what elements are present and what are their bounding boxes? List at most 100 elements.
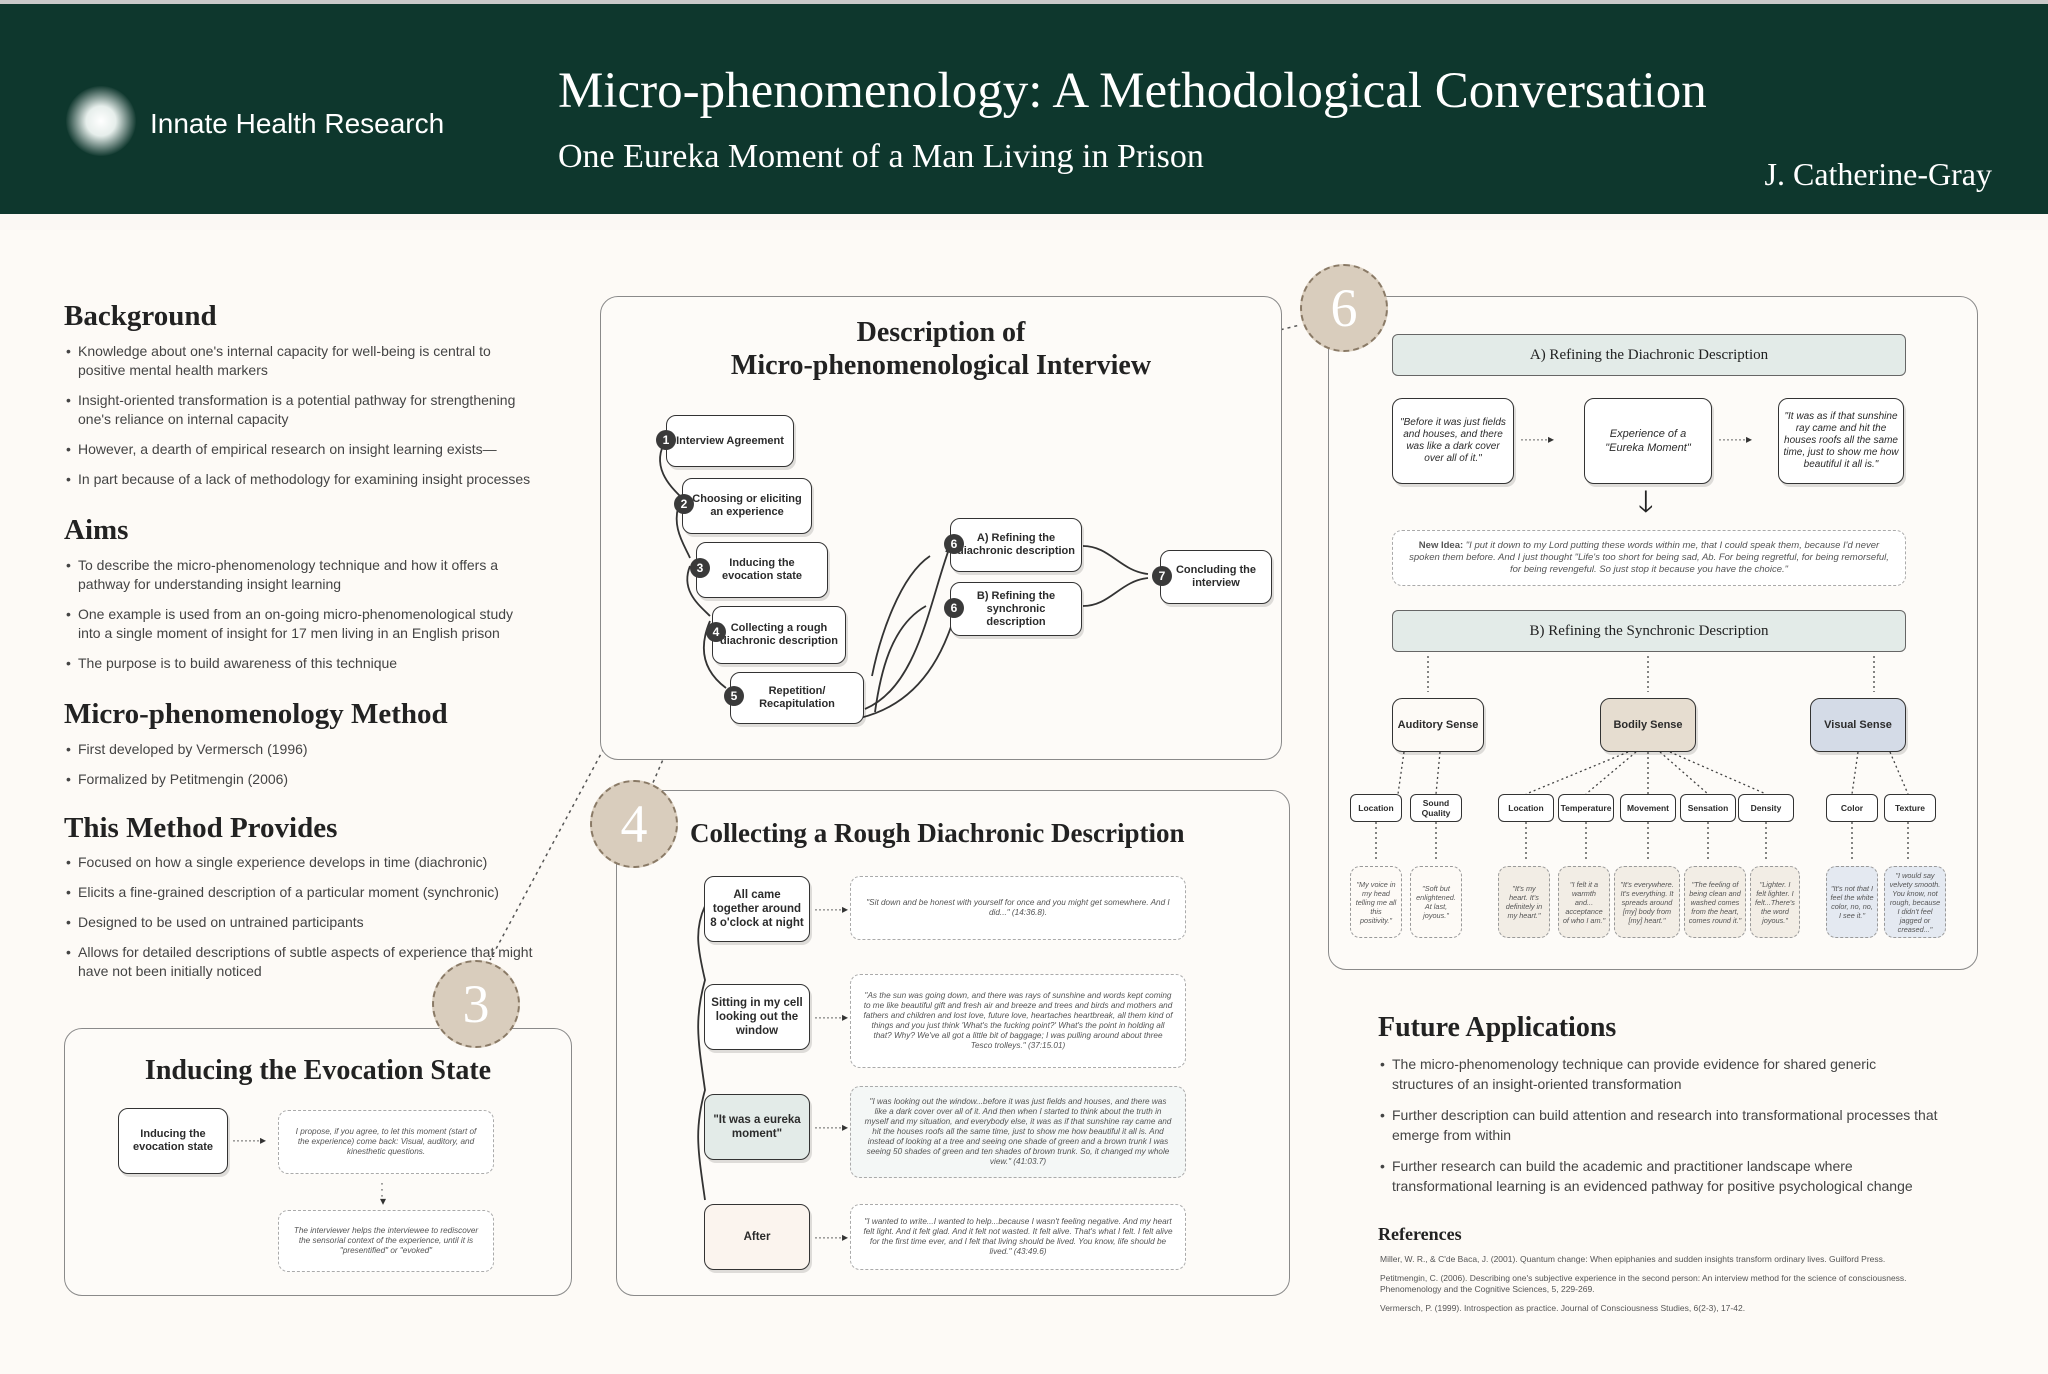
method-list: First developed by Vermersch (1996) Form… bbox=[66, 740, 536, 800]
list-item: However, a dearth of empirical research … bbox=[66, 440, 536, 459]
provides-heading: This Method Provides bbox=[64, 812, 338, 844]
list-item: First developed by Vermersch (1996) bbox=[66, 740, 536, 759]
list-item: The micro-phenomenology technique can pr… bbox=[1380, 1054, 1940, 1094]
experience-box: Experience of a "Eureka Moment" bbox=[1584, 398, 1712, 484]
diachronic-node: All came together around 8 o'clock at ni… bbox=[704, 876, 810, 942]
list-item: Formalized by Petitmengin (2006) bbox=[66, 770, 536, 789]
sense-quote: "Lighter. I felt lighter. I felt...There… bbox=[1750, 866, 1800, 938]
author-name: J. Catherine-Gray bbox=[1764, 156, 1992, 192]
list-item: Elicits a fine-grained description of a … bbox=[66, 883, 536, 902]
step-node-4: Collecting a rough diachronic descriptio… bbox=[712, 606, 846, 664]
sense-quote: "My voice in my head telling me all this… bbox=[1350, 866, 1402, 938]
list-item: Designed to be used on untrained partici… bbox=[66, 913, 536, 932]
evocation-quote-2: The interviewer helps the interviewee to… bbox=[278, 1210, 494, 1272]
diachronic-quote: "I wanted to write...I wanted to help...… bbox=[850, 1204, 1186, 1270]
arrow-icon: ·······▸ bbox=[814, 1230, 848, 1244]
new-idea-box: New Idea: "I put it down to my Lord putt… bbox=[1392, 530, 1906, 586]
list-item: Further research can build the academic … bbox=[1380, 1156, 1940, 1196]
after-quote-box: "It was as if that sunshine ray came and… bbox=[1778, 398, 1904, 484]
arrow-icon: ·······▸ bbox=[814, 902, 848, 916]
sub-temperature: Temperature bbox=[1558, 794, 1614, 822]
diachronic-node: Sitting in my cell looking out the windo… bbox=[704, 984, 810, 1050]
interview-title-line-2: Micro-phenomenological Interview bbox=[730, 350, 1152, 381]
step-node-6a: A) Refining the diachronic description bbox=[950, 518, 1082, 572]
step-number-6a: 6 bbox=[944, 534, 964, 554]
arrow-icon: ·······▸ bbox=[814, 1120, 848, 1134]
org-name: Innate Health Research bbox=[150, 108, 445, 139]
references-list: Miller, W. R., & C'de Baca, J. (2001). Q… bbox=[1380, 1254, 1940, 1322]
synchronic-tree-lines bbox=[1375, 656, 1909, 860]
sub-density: Density bbox=[1738, 794, 1794, 822]
step-number-3: 3 bbox=[690, 558, 710, 578]
arrow-icon: ·······▸ bbox=[1718, 432, 1752, 446]
reference-item: Petitmengin, C. (2006). Describing one's… bbox=[1380, 1273, 1907, 1294]
step-number-4: 4 bbox=[706, 622, 726, 642]
reference-item: Vermersch, P. (1999). Introspection as p… bbox=[1380, 1303, 1746, 1313]
step-node-6b: B) Refining the synchronic description bbox=[950, 582, 1082, 636]
poster-subtitle: One Eureka Moment of a Man Living in Pri… bbox=[558, 138, 1204, 175]
synchronic-refine-heading: B) Refining the Synchronic Description bbox=[1392, 610, 1906, 652]
list-item: Focused on how a single experience devel… bbox=[66, 853, 536, 872]
auditory-sense-node: Auditory Sense bbox=[1392, 698, 1484, 752]
arrow-icon: ·······▸ bbox=[232, 1133, 266, 1147]
sense-quote: "It's everywhere. It's everything. It sp… bbox=[1614, 866, 1680, 938]
interview-title: Description of Micro-phenomenological In… bbox=[600, 316, 1282, 382]
sub-movement: Movement bbox=[1620, 794, 1676, 822]
list-item: One example is used from an on-going mic… bbox=[66, 605, 536, 643]
new-idea-label: New Idea: bbox=[1418, 540, 1464, 551]
future-heading: Future Applications bbox=[1378, 1012, 1617, 1043]
step-3-badge: 3 bbox=[432, 960, 520, 1048]
sense-quote: "The feeling of being clean and washed c… bbox=[1684, 866, 1746, 938]
step-number-1: 1 bbox=[656, 430, 676, 450]
diachronic-node: After bbox=[704, 1204, 810, 1270]
step-number-2: 2 bbox=[674, 494, 694, 514]
step-4-badge: 4 bbox=[590, 780, 678, 868]
sub-texture: Texture bbox=[1884, 794, 1936, 822]
step-node-7: Concluding the interview bbox=[1160, 550, 1272, 604]
step-node-5: Repetition/ Recapitulation bbox=[730, 672, 864, 724]
step-node-1: Interview Agreement bbox=[666, 415, 794, 467]
diachronic-timeline bbox=[697, 905, 706, 1201]
list-item: Insight-oriented transformation is a pot… bbox=[66, 391, 536, 429]
sense-quote: "It's not that I feel the white color, n… bbox=[1826, 866, 1878, 938]
diachronic-refine-heading: A) Refining the Diachronic Description bbox=[1392, 334, 1906, 376]
logo-icon bbox=[66, 86, 136, 156]
sub-location: Location bbox=[1350, 794, 1402, 822]
before-quote-box: "Before it was just fields and houses, a… bbox=[1392, 398, 1514, 484]
interview-title-line-1: Description of bbox=[856, 317, 1026, 348]
list-item: Knowledge about one's internal capacity … bbox=[66, 342, 536, 380]
arrow-icon: ·······▸ bbox=[814, 1010, 848, 1024]
sense-quote: "It's my heart. It's definitely in my he… bbox=[1498, 866, 1550, 938]
evocation-quote-1: I propose, if you agree, to let this mom… bbox=[278, 1110, 494, 1174]
references-heading: References bbox=[1378, 1224, 1462, 1244]
future-list: The micro-phenomenology technique can pr… bbox=[1380, 1054, 1940, 1207]
sub-sensation: Sensation bbox=[1680, 794, 1736, 822]
arrow-down-icon: ···▾ bbox=[380, 1176, 387, 1208]
sub-color: Color bbox=[1826, 794, 1878, 822]
list-item: In part because of a lack of methodology… bbox=[66, 470, 536, 489]
background-heading: Background bbox=[64, 300, 217, 332]
step-node-2: Choosing or eliciting an experience bbox=[682, 478, 812, 534]
diachronic-title: Collecting a Rough Diachronic Descriptio… bbox=[690, 818, 1185, 848]
arrow-down-icon: 🡓 bbox=[1638, 486, 1654, 519]
sub-location: Location bbox=[1498, 794, 1554, 822]
provides-list: Focused on how a single experience devel… bbox=[66, 853, 536, 992]
aims-list: To describe the micro-phenomenology tech… bbox=[66, 556, 536, 684]
aims-heading: Aims bbox=[64, 514, 129, 546]
sub-sound-quality: Sound Quality bbox=[1410, 794, 1462, 822]
list-item: Allows for detailed descriptions of subt… bbox=[66, 943, 536, 981]
list-item: To describe the micro-phenomenology tech… bbox=[66, 556, 536, 594]
step-6-badge: 6 bbox=[1300, 264, 1388, 352]
evocation-title: Inducing the Evocation State bbox=[144, 1055, 492, 1086]
arrow-icon: ·······▸ bbox=[1520, 432, 1554, 446]
header-banner: Innate Health Research Micro-phenomenolo… bbox=[0, 0, 2048, 214]
method-heading: Micro-phenomenology Method bbox=[64, 698, 448, 730]
sense-quote: "Soft but enlightened. At last, joyous." bbox=[1410, 866, 1462, 938]
poster-title: Micro-phenomenology: A Methodological Co… bbox=[558, 63, 1707, 119]
list-item: The purpose is to build awareness of thi… bbox=[66, 654, 536, 673]
reference-item: Miller, W. R., & C'de Baca, J. (2001). Q… bbox=[1380, 1254, 1886, 1264]
diachronic-node: "It was a eureka moment" bbox=[704, 1094, 810, 1160]
bodily-sense-node: Bodily Sense bbox=[1600, 698, 1696, 752]
list-item: Further description can build attention … bbox=[1380, 1105, 1940, 1145]
step-number-6b: 6 bbox=[944, 598, 964, 618]
